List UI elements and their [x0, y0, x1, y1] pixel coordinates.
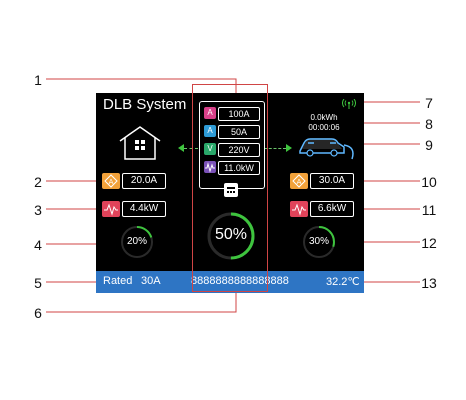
flow-arrow-right-icon — [286, 144, 292, 152]
max-current-value: 50A — [218, 125, 260, 139]
energy-kwh: 0.0kWh — [310, 113, 338, 122]
callout-10: 10 — [421, 174, 437, 190]
meter-row-power: 11.0kW — [204, 161, 260, 175]
right-power-box: 6.6kW — [290, 201, 354, 217]
left-power-value: 4.4kW — [122, 201, 166, 217]
serial-number: 8888888888888888 — [191, 275, 289, 287]
rated-label: Rated — [103, 275, 133, 287]
callout-9: 9 — [425, 137, 433, 153]
meter-panel: A 100A A 50A V 220V 11.0kW — [199, 101, 265, 189]
callout-2: 2 — [34, 174, 42, 190]
grid-current-icon: A — [204, 107, 216, 119]
right-gauge-label: 30% — [308, 236, 329, 247]
center-highlight-frame — [192, 84, 268, 292]
meter-row-voltage: V 220V — [204, 143, 260, 157]
meter-row-max-current: A 50A — [204, 125, 260, 139]
voltage-icon: V — [204, 143, 216, 155]
house-icon — [119, 126, 161, 160]
power-wave-icon — [204, 161, 216, 173]
current-icon: A — [290, 173, 308, 189]
elapsed-time: 00:00:06 — [308, 123, 340, 132]
center-gauge: 50% — [206, 211, 256, 261]
current-icon: A — [102, 173, 120, 189]
callout-1: 1 — [34, 72, 42, 88]
callout-4: 4 — [34, 237, 42, 253]
svg-text:A: A — [297, 178, 302, 186]
charge-info: 0.0kWh 00:00:06 — [294, 113, 354, 133]
flow-line-right — [264, 148, 286, 149]
callout-3: 3 — [34, 202, 42, 218]
flow-line-left — [184, 148, 198, 149]
device-screen: DLB System 0.0kWh 00:00:06 — [96, 93, 364, 293]
max-current-icon: A — [204, 125, 216, 137]
power-icon — [102, 201, 120, 217]
callout-5: 5 — [34, 275, 42, 291]
power-value: 11.0kW — [218, 161, 260, 175]
right-current-value: 30.0A — [310, 173, 354, 189]
power-icon — [290, 201, 308, 217]
callout-12: 12 — [421, 235, 437, 251]
screen-title: DLB System — [103, 96, 187, 113]
right-current-box: A 30.0A — [290, 173, 354, 189]
callout-7: 7 — [425, 95, 433, 111]
signal-icon — [342, 98, 356, 109]
callout-6: 6 — [34, 305, 42, 321]
left-gauge: 20% — [120, 225, 154, 259]
flow-arrow-left-icon — [178, 144, 184, 152]
rated-value: 30A — [141, 275, 161, 287]
svg-text:A: A — [109, 178, 114, 186]
left-current-value: 20.0A — [122, 173, 166, 189]
right-gauge: 30% — [302, 225, 336, 259]
temperature: 32.2℃ — [326, 276, 360, 288]
right-power-value: 6.6kW — [310, 201, 354, 217]
car-icon — [299, 138, 345, 157]
center-gauge-label: 50% — [214, 226, 248, 243]
charging-cable-icon — [343, 144, 354, 160]
callout-13: 13 — [421, 275, 437, 291]
callout-8: 8 — [425, 116, 433, 132]
grid-current-value: 100A — [218, 107, 260, 121]
meter-row-grid-current: A 100A — [204, 107, 260, 121]
status-bar: Rated 30A 8888888888888888 32.2℃ — [96, 271, 364, 293]
left-current-box: A 20.0A — [102, 173, 166, 189]
left-power-box: 4.4kW — [102, 201, 166, 217]
left-gauge-label: 20% — [126, 236, 147, 247]
voltage-value: 220V — [218, 143, 260, 157]
menu-button[interactable] — [224, 183, 238, 197]
callout-11: 11 — [421, 202, 437, 218]
